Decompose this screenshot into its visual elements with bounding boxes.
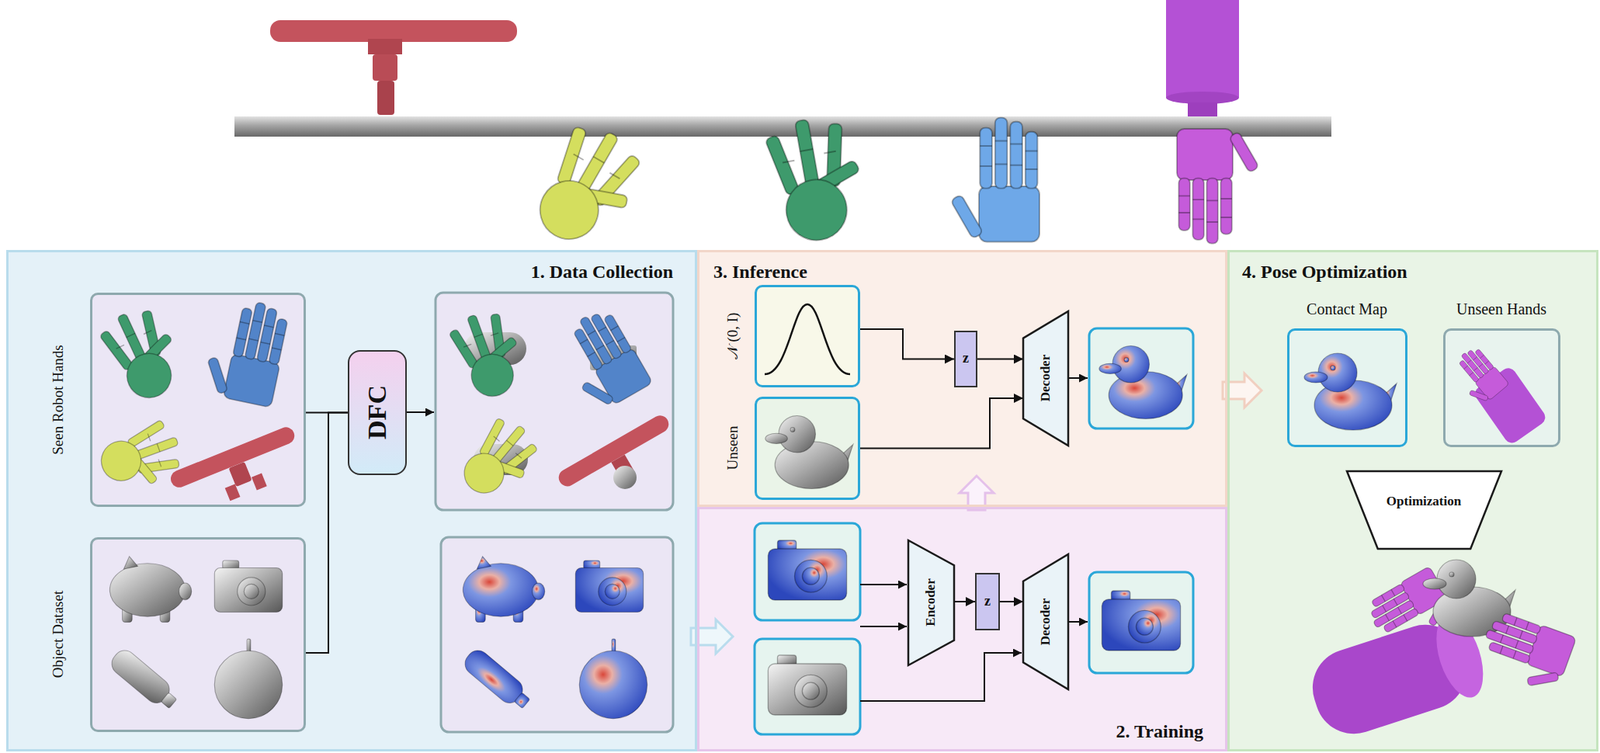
stage-panel: 4. Pose OptimizationContact MapUnseen Ha…: [1227, 249, 1599, 752]
side-label: Object Dataset: [50, 590, 67, 678]
rod-grasp-scene: [234, 0, 1332, 260]
stage-panel: 2. Training Encoder z Decoder: [697, 506, 1228, 752]
latent-box: z: [975, 572, 1000, 631]
connector: [977, 358, 1024, 361]
decoder-block: Decoder: [1023, 554, 1069, 690]
block-label: Decoder: [1038, 354, 1054, 402]
decoder-block-outline: [1023, 554, 1069, 690]
side-label: Unseen: [725, 426, 742, 471]
panel-title: 4. Pose Optimization: [1242, 261, 1408, 282]
block-label: Encoder: [923, 578, 939, 626]
image-box: Unseen Hands: [1443, 328, 1561, 448]
stage-panel: 3. Inference𝒩 (0, I)UnseenzDecoder: [697, 249, 1228, 507]
decoder-block: Decoder: [1023, 311, 1069, 446]
side-label: Seen Robot Hands: [50, 344, 67, 455]
optimization-art: [1302, 343, 1577, 744]
panel-title: 2. Training: [1116, 721, 1204, 742]
panel-title: 3. Inference: [713, 261, 808, 282]
panel-title: 1. Data Collection: [531, 261, 674, 282]
seen-hands-art: [93, 294, 309, 519]
latent-box: z: [954, 330, 978, 388]
encoder-block-outline: [908, 540, 955, 666]
block-label: Decoder: [1038, 598, 1054, 646]
stage-panel: 1. Data CollectionSeen Robot HandsObject…: [6, 249, 698, 752]
contact-map-dataset-art: [460, 556, 648, 719]
block-label: DFC: [362, 385, 392, 440]
training-art: [767, 540, 1181, 715]
flow-lines: [406, 378, 1088, 702]
process-box: DFC: [347, 350, 407, 476]
connector: [999, 600, 1024, 603]
connector: [954, 600, 976, 603]
object-dataset-art: [107, 556, 283, 719]
grasp-results-art: [445, 304, 682, 510]
optimizer-block-outline: [1346, 471, 1502, 549]
decoder-block-outline: [1023, 311, 1069, 446]
image-box: Object Dataset: [90, 537, 306, 733]
side-label: 𝒩 (0, I): [725, 312, 742, 361]
latent-label: z: [962, 350, 969, 367]
image-box: Unseen: [754, 396, 861, 500]
encoder-block: Encoder: [908, 540, 955, 666]
connector: [860, 329, 955, 360]
latent-label: z: [984, 593, 991, 610]
block-label: Optimization: [1386, 494, 1462, 510]
connector: [305, 413, 348, 654]
image-box: Seen Robot Hands: [90, 292, 306, 507]
optimizer-block-outline: [1346, 471, 1502, 549]
box-heading: Contact Map: [1306, 300, 1388, 318]
optimizer-block: Optimization: [1346, 471, 1502, 549]
image-box: Contact Map: [1287, 328, 1408, 448]
image-box: 𝒩 (0, I): [754, 284, 861, 388]
panel-grounds: [6, 249, 1599, 752]
box-heading: Unseen Hands: [1456, 300, 1547, 318]
connector: [860, 398, 1024, 449]
